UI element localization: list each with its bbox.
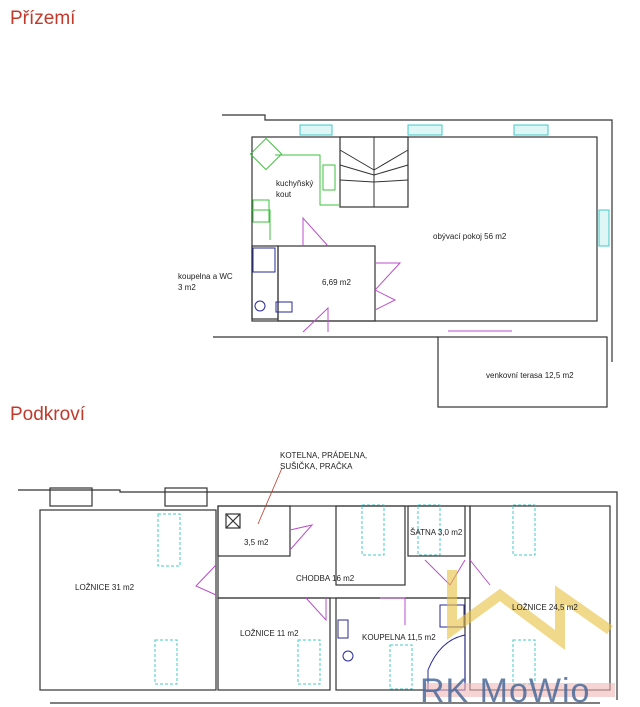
logo-mark bbox=[447, 570, 613, 650]
ground-floor-title: Přízemí bbox=[10, 8, 76, 29]
room-label-wardrobe: ŠATNA 3,0 m2 bbox=[410, 528, 463, 537]
upper-floor-title: Podkroví bbox=[10, 404, 85, 425]
door bbox=[469, 559, 491, 586]
toilet-icon bbox=[342, 650, 354, 662]
boiler-icon bbox=[225, 513, 241, 529]
bathtub-icon bbox=[427, 634, 466, 691]
window bbox=[407, 124, 443, 136]
room-label-utility: 3,5 m2 bbox=[244, 538, 269, 547]
sink-icon bbox=[275, 301, 293, 313]
annotation-leader bbox=[257, 467, 283, 525]
annotation-line-1: KOTELNA, PRÁDELNA, bbox=[280, 451, 367, 460]
door bbox=[302, 216, 329, 247]
ground-floor-plan: kuchyňský kout obývací pokoj 56 m2 koupe… bbox=[178, 114, 613, 408]
door bbox=[195, 564, 217, 596]
watermark: RK MoWio bbox=[420, 672, 590, 707]
room-label-bath: koupelna a WC bbox=[178, 272, 233, 281]
room-label-bedroom-small: LOŽNICE 11 m2 bbox=[240, 629, 299, 638]
room-label-hall: 6,69 m2 bbox=[322, 278, 351, 287]
kitchen-counter bbox=[249, 137, 340, 240]
room-label-terrace: venkovní terasa 12,5 m2 bbox=[486, 371, 574, 380]
room-label-living: obývací pokoj 56 m2 bbox=[433, 232, 507, 241]
terrace bbox=[437, 336, 608, 408]
window bbox=[598, 209, 610, 247]
room-label-bedroom-right: LOŽNICE 24,5 m2 bbox=[512, 603, 578, 612]
toilet-icon bbox=[254, 300, 266, 312]
room-label-bedroom-large: LOŽNICE 31 m2 bbox=[75, 583, 135, 592]
window bbox=[299, 124, 333, 136]
door bbox=[305, 597, 327, 622]
room-label-kitchen-2: kout bbox=[276, 190, 292, 199]
door bbox=[302, 306, 329, 333]
window bbox=[513, 124, 549, 136]
shower-icon bbox=[252, 247, 276, 273]
door bbox=[424, 559, 466, 586]
room-label-kitchen: kuchyňský bbox=[276, 179, 313, 188]
door bbox=[374, 262, 402, 311]
door bbox=[289, 524, 314, 551]
door bbox=[380, 597, 406, 625]
room-label-corridor: CHODBA 16 m2 bbox=[296, 574, 355, 583]
room-label-bath-area: 3 m2 bbox=[178, 283, 196, 292]
stairs bbox=[339, 137, 409, 207]
chimney bbox=[49, 487, 208, 507]
sink-icon bbox=[337, 619, 349, 639]
skylights bbox=[154, 504, 536, 690]
room-label-bathroom: KOUPELNA 11,5 m2 bbox=[362, 633, 436, 642]
annotation-line-2: SUŠIČKA, PRAČKA bbox=[280, 462, 353, 471]
upper-floor-plan: KOTELNA, PRÁDELNA, SUŠIČKA, PRAČKA 3,5 m… bbox=[18, 451, 618, 707]
